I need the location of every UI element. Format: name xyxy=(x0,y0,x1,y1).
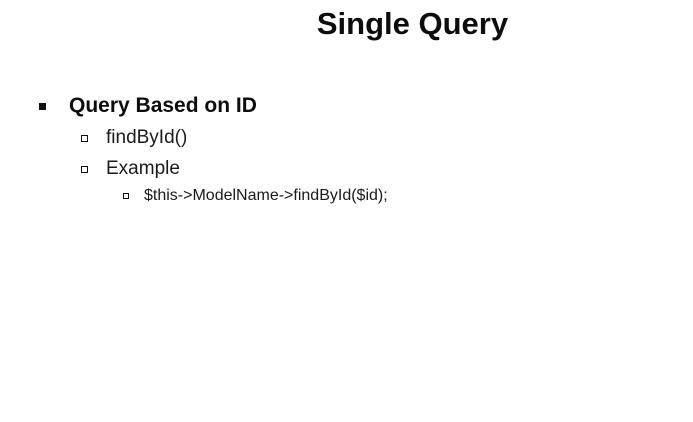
hollow-square-bullet-icon xyxy=(81,165,88,173)
bullet-text: Query Based on ID xyxy=(69,94,257,117)
bullet-level-2-findbyid: findById() xyxy=(81,125,187,151)
slide-title: Single Query xyxy=(316,6,509,41)
hollow-square-bullet-icon xyxy=(81,134,88,142)
bullet-level-2-example: Example xyxy=(81,156,180,182)
bullet-text: $this->ModelName->findById($id); xyxy=(144,187,388,204)
bullet-level-1: Query Based on ID xyxy=(39,92,257,120)
bullet-level-3-code-example: $this->ModelName->findById($id); xyxy=(123,185,388,207)
bullet-text: findById() xyxy=(106,127,188,148)
bullet-text: Example xyxy=(106,158,180,179)
hollow-square-bullet-icon xyxy=(123,193,129,199)
square-bullet-icon xyxy=(39,102,46,110)
